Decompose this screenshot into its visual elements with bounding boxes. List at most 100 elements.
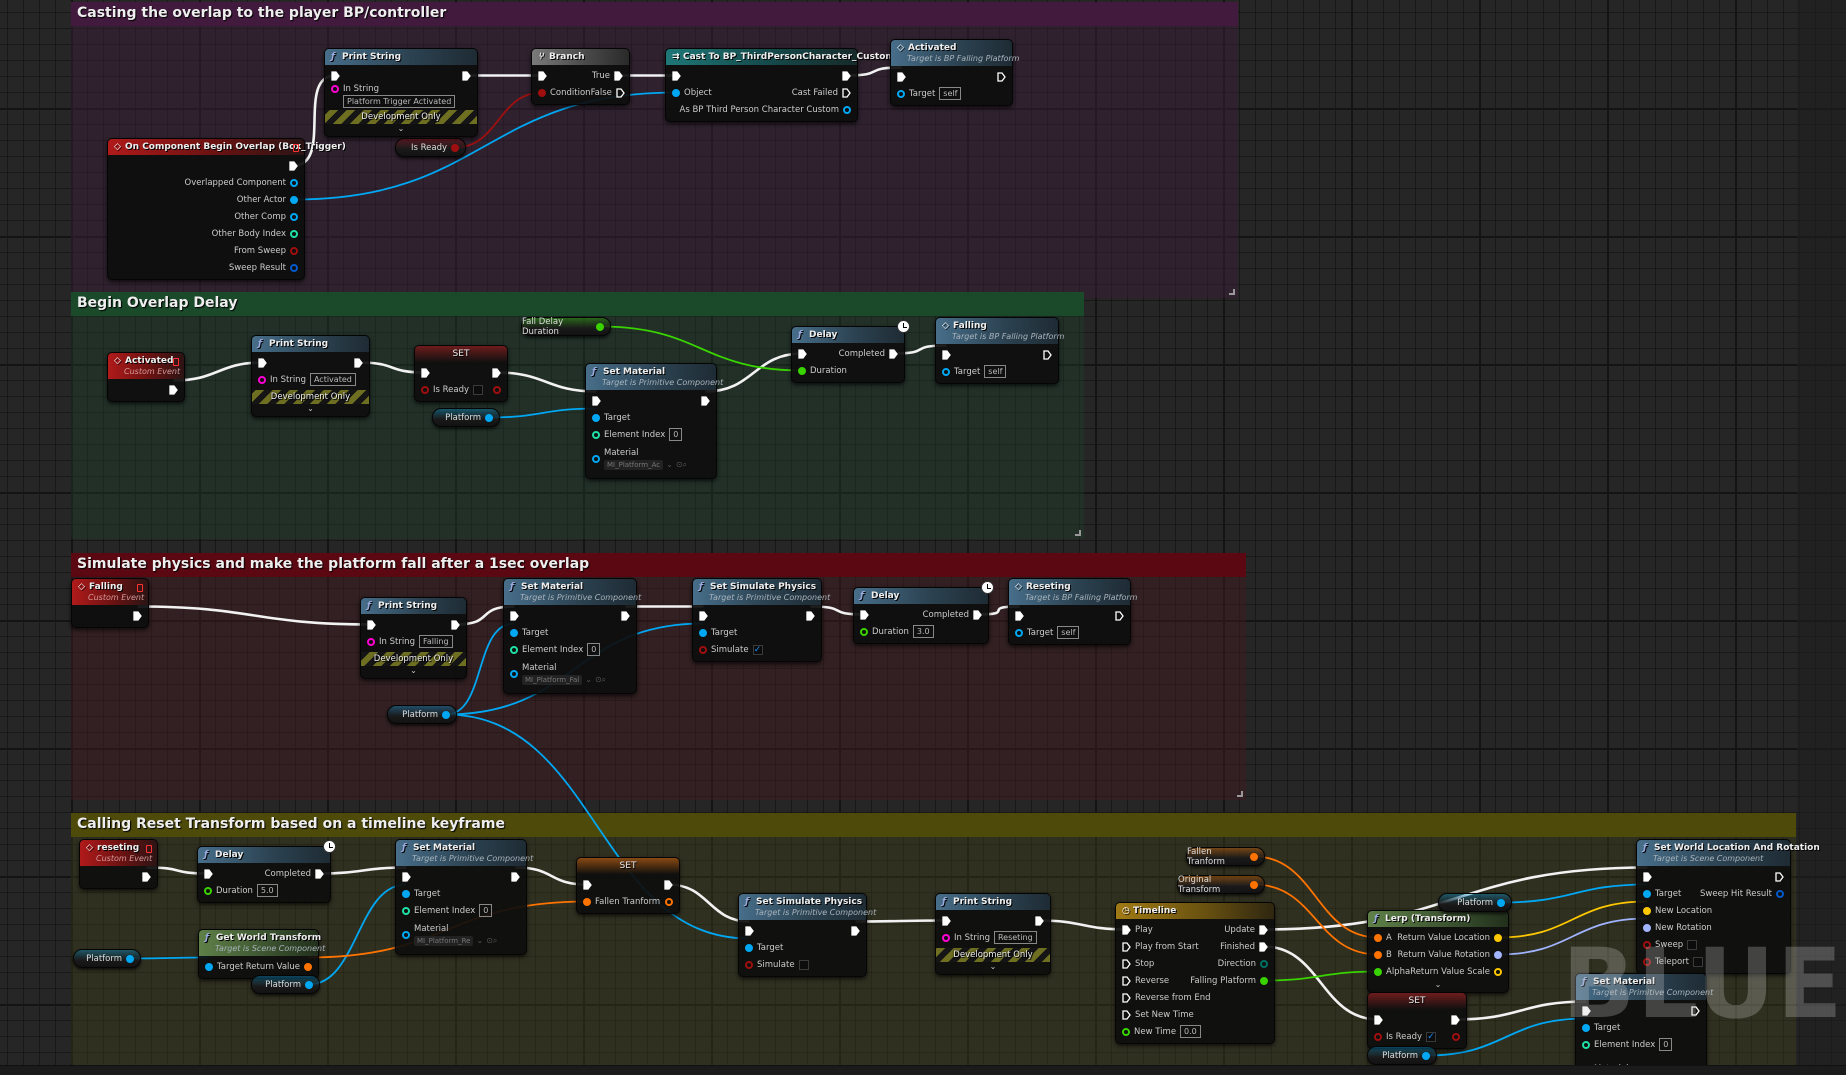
exec-pin-icon[interactable] <box>315 868 324 879</box>
play-pin[interactable]: Play <box>1116 925 1153 935</box>
exec-pin-icon[interactable] <box>1775 871 1784 882</box>
object-pin-icon[interactable] <box>126 954 134 963</box>
sweep-pin[interactable]: Sweep <box>1637 939 1698 950</box>
exec-pin[interactable] <box>891 71 906 82</box>
bool-pin-icon[interactable] <box>451 143 459 152</box>
bool-pin-icon[interactable] <box>1374 1032 1382 1041</box>
struct-pin-icon[interactable] <box>290 263 298 272</box>
exec-pin-icon[interactable] <box>997 71 1006 82</box>
stop-pin[interactable]: Stop <box>1116 959 1154 969</box>
material-picker[interactable]: MI_Platform_Fal⌄⊙⌕ <box>522 675 606 685</box>
exec-pin-icon[interactable] <box>511 871 520 882</box>
exec-pin-icon[interactable] <box>621 610 630 621</box>
exec-pin[interactable] <box>1691 1005 1706 1016</box>
platform-var-2[interactable]: Platform <box>387 705 457 724</box>
transform-pin-icon[interactable] <box>583 897 591 906</box>
exec-pin-icon[interactable] <box>701 395 710 406</box>
simulate-pin[interactable]: Simulate <box>739 959 809 970</box>
exec-pin-icon[interactable] <box>699 610 708 621</box>
other-body-index-pin[interactable]: Other Body Index <box>212 229 304 239</box>
sweep-hit-result-pin[interactable]: Sweep Hit Result <box>1700 889 1790 899</box>
pin-value-input[interactable]: self <box>939 87 962 100</box>
exec-pin-icon[interactable] <box>1259 941 1268 952</box>
node-header[interactable]: SET <box>415 346 507 362</box>
struct-pin-icon[interactable] <box>1776 889 1784 898</box>
bool-pin-icon[interactable] <box>745 960 753 969</box>
transform-pin[interactable] <box>665 897 679 906</box>
exec-pin-icon[interactable] <box>402 871 411 882</box>
exec-pin-icon[interactable] <box>1015 610 1024 621</box>
new-location-pin[interactable]: New Location <box>1637 906 1712 916</box>
exec-pin-icon[interactable] <box>889 348 898 359</box>
exec-pin[interactable] <box>1009 610 1024 621</box>
pin-value-input[interactable]: 0 <box>587 643 601 656</box>
float-pin-icon[interactable] <box>798 366 806 375</box>
object-pin-icon[interactable] <box>1015 628 1023 637</box>
exec-pin[interactable] <box>1451 1014 1466 1025</box>
exec-pin-icon[interactable] <box>806 610 815 621</box>
rotator-pin-icon[interactable] <box>1643 923 1651 932</box>
pin-value-input[interactable]: 0 <box>669 428 683 441</box>
object-pin-icon[interactable] <box>290 195 298 204</box>
exec-pin-icon[interactable] <box>592 395 601 406</box>
exec-pin[interactable] <box>997 71 1012 82</box>
object-pin-icon[interactable] <box>402 931 410 939</box>
browse-search-icon[interactable]: ⊙⌕ <box>594 675 607 684</box>
exec-pin-icon[interactable] <box>664 879 673 890</box>
teleport-pin[interactable]: Teleport <box>1637 956 1703 967</box>
return-value-location-pin[interactable]: Return Value Location <box>1397 933 1508 943</box>
exec-pin-icon[interactable] <box>1122 975 1131 986</box>
a-pin[interactable]: A <box>1368 933 1392 943</box>
object-pin-icon[interactable] <box>1497 898 1505 907</box>
falling-platform-pin[interactable]: Falling Platform <box>1190 976 1274 986</box>
platform-var-1[interactable]: Platform <box>432 408 500 427</box>
exec-pin[interactable] <box>1035 915 1050 926</box>
exec-pin-icon[interactable] <box>169 384 178 395</box>
exec-pin-icon[interactable] <box>1691 1005 1700 1016</box>
return-value-scale-pin[interactable]: Return Value Scale <box>1410 967 1508 977</box>
float-pin-icon[interactable] <box>1260 976 1268 985</box>
node-header[interactable]: SET <box>577 858 679 874</box>
reverse-pin[interactable]: Reverse <box>1116 976 1169 986</box>
exec-pin-icon[interactable] <box>842 70 851 81</box>
new-rotation-pin[interactable]: New Rotation <box>1637 923 1712 933</box>
exec-pin-icon[interactable] <box>1122 992 1131 1003</box>
completed-pin[interactable]: Completed <box>839 349 904 359</box>
exec-pin-icon[interactable] <box>1035 915 1044 926</box>
string-pin-icon[interactable] <box>942 933 950 942</box>
checkbox-checked[interactable]: ✓ <box>1426 1031 1437 1042</box>
exec-pin-icon[interactable] <box>492 367 501 378</box>
float-pin-icon[interactable] <box>1122 1027 1130 1036</box>
browse-search-icon[interactable]: ⊙⌕ <box>486 936 498 945</box>
vector-pin-icon[interactable] <box>1494 933 1502 942</box>
simulate-pin[interactable]: Simulate✓ <box>693 644 763 655</box>
float-pin-icon[interactable] <box>860 627 868 636</box>
exec-pin-icon[interactable] <box>842 87 851 98</box>
bool-pin-icon[interactable] <box>421 385 429 394</box>
fallen-transform-var[interactable]: Fallen Tranform <box>1186 847 1265 867</box>
false-pin[interactable]: False <box>591 88 631 98</box>
fall-delay-duration-var[interactable]: Fall Delay Duration <box>521 317 611 337</box>
exec-pin[interactable] <box>1368 1014 1383 1025</box>
exec-pin[interactable] <box>701 395 716 406</box>
platform-var-5[interactable]: Platform <box>1438 893 1512 912</box>
node-header[interactable]: SET <box>1368 993 1466 1009</box>
exec-pin-icon[interactable] <box>1122 958 1131 969</box>
